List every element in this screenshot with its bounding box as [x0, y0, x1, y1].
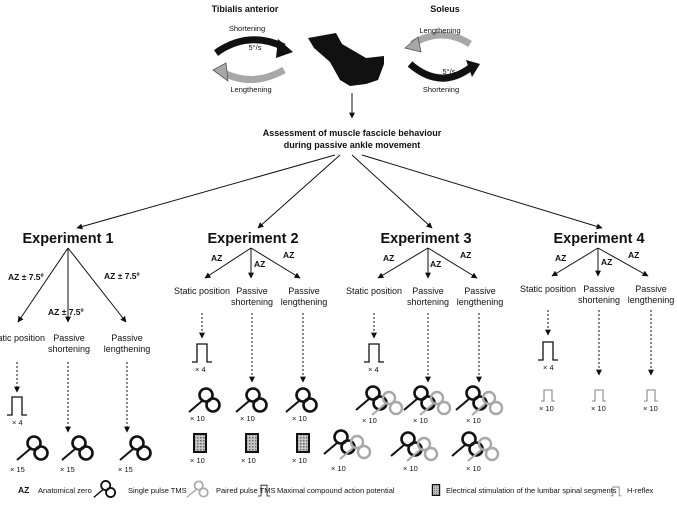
- exp2-rep-static-stim: × 10: [190, 456, 205, 465]
- exp4-az-static: AZ: [555, 253, 567, 263]
- exp4-passive-shortening: Passive shortening: [577, 284, 621, 306]
- exp4-rep-lengthening: × 10: [643, 404, 658, 413]
- exp3-rep-static-1: × 10: [362, 416, 377, 425]
- exp3-az-static: AZ: [383, 253, 395, 263]
- exp4-rep-shortening: × 10: [591, 404, 606, 413]
- exp1-az-lengthening: AZ ± 7.5º: [104, 271, 140, 281]
- exp4-static-position: Static position: [519, 284, 577, 294]
- exp3-az-lengthening: AZ: [460, 250, 472, 260]
- exp3-rep-shortening-2: × 10: [403, 464, 418, 473]
- exp3-rep-shortening-1: × 10: [413, 416, 428, 425]
- exp1-static-position: Static position: [0, 333, 46, 343]
- legend-h-reflex: H-reflex: [627, 486, 654, 495]
- exp3-rep-lengthening-2: × 10: [466, 464, 481, 473]
- exp1-passive-lengthening: Passive lengthening: [103, 333, 151, 355]
- exp2-rep-static-tms: × 10: [190, 414, 205, 423]
- exp2-rep-lengthening-stim: × 10: [292, 456, 307, 465]
- exp2-passive-lengthening: Passive lengthening: [280, 286, 328, 308]
- tibialis-title: Tibialis anterior: [211, 4, 279, 14]
- exp1-rep-lengthening: × 15: [118, 465, 133, 474]
- exp2-branches: [204, 247, 301, 279]
- exp4-rep-mwave: × 4: [543, 363, 554, 372]
- exp2-rep-shortening-stim: × 10: [241, 456, 256, 465]
- experiment-arrows: [76, 154, 603, 230]
- exp1-branches: [17, 247, 127, 323]
- exp2-az-shortening: AZ: [254, 259, 266, 269]
- exp4-branches: [551, 247, 649, 277]
- exp2-az-static: AZ: [211, 253, 223, 263]
- soleus-speed: 5°/s: [442, 67, 456, 76]
- exp3-rep-mwave: × 4: [368, 365, 379, 374]
- exp3-az-shortening: AZ: [430, 259, 442, 269]
- legend-anatomical-zero: Anatomical zero: [38, 486, 92, 495]
- foot-icon: [308, 33, 384, 86]
- experiment-1-title: Experiment 1: [22, 231, 114, 247]
- exp3-passive-shortening: Passive shortening: [406, 286, 450, 308]
- legend-mmax: Maximal compound action potential: [277, 486, 395, 495]
- exp2-rep-shortening-tms: × 10: [240, 414, 255, 423]
- experiment-4-title: Experiment 4: [553, 231, 645, 247]
- exp3-rep-lengthening-1: × 10: [466, 416, 481, 425]
- exp1-rep-static: × 15: [10, 465, 25, 474]
- exp1-rep-mwave: × 4: [12, 418, 23, 427]
- exp2-rep-mwave: × 4: [195, 365, 206, 374]
- legend-electrical-stimulation: Electrical stimulation of the lumbar spi…: [446, 486, 617, 495]
- experiment-3-title: Experiment 3: [380, 231, 472, 247]
- exp3-passive-lengthening: Passive lengthening: [456, 286, 504, 308]
- exp3-branches: [377, 247, 478, 279]
- exp1-az-static: AZ ± 7.5º: [8, 272, 44, 282]
- exp4-az-shortening: AZ: [601, 257, 613, 267]
- exp1-passive-shortening: Passive shortening: [47, 333, 91, 355]
- tibialis-arrows: [212, 36, 293, 84]
- experiment-2-title: Experiment 2: [207, 231, 299, 247]
- exp3-rep-static-2: × 10: [331, 464, 346, 473]
- exp4-rep-static: × 10: [539, 404, 554, 413]
- soleus-upper-label: Lengthening: [419, 26, 461, 35]
- exp4-az-lengthening: AZ: [628, 250, 640, 260]
- soleus-title: Soleus: [430, 4, 460, 14]
- exp4-passive-lengthening: Passive lengthening: [627, 284, 675, 306]
- exp2-az-lengthening: AZ: [283, 250, 295, 260]
- exp2-static-position: Static position: [173, 286, 231, 296]
- soleus-arrows: [404, 31, 480, 82]
- exp1-az-shortening: AZ ± 7.5º: [48, 307, 84, 317]
- exp2-rep-lengthening-tms: × 10: [292, 414, 307, 423]
- tibialis-lower-label: Lengthening: [230, 85, 272, 94]
- assessment-line-2: during passive ankle movement: [283, 140, 421, 150]
- legend-paired-pulse-tms: Paired pulse TMS: [216, 486, 276, 495]
- tibialis-upper-label: Shortening: [228, 24, 266, 33]
- soleus-lower-label: Shortening: [422, 85, 460, 94]
- legend-single-pulse-tms: Single pulse TMS: [128, 486, 187, 495]
- exp3-static-position: Static position: [345, 286, 403, 296]
- exp1-rep-shortening: × 15: [60, 465, 75, 474]
- tibialis-speed: 5°/s: [248, 43, 262, 52]
- assessment-line-1: Assessment of muscle fascicle behaviour: [262, 128, 442, 138]
- legend-az-key: AZ: [18, 485, 30, 495]
- exp2-passive-shortening: Passive shortening: [230, 286, 274, 308]
